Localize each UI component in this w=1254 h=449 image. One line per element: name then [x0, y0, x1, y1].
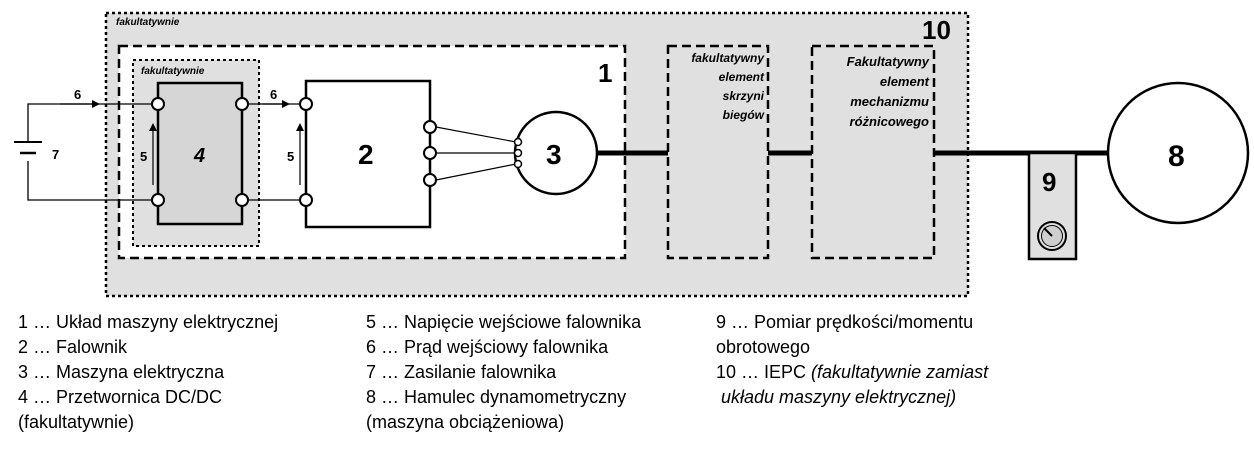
phase-terminals-motor: [513, 137, 523, 169]
legend-item-2: 2 … Falownik: [18, 337, 128, 357]
current-arrow-left: [60, 100, 100, 108]
legend-column-2: 5 … Napięcie wejściowe falownika 6 … Prą…: [366, 310, 641, 435]
legend-column-3: 9 … Pomiar prędkości/momentu obrotowego …: [716, 310, 988, 410]
gearbox-line-3: skrzyni: [723, 89, 765, 103]
differential-line-4: różnicowego: [850, 114, 930, 129]
legend-item-5: 5 … Napięcie wejściowe falownika: [366, 312, 642, 332]
differential-line-3: mechanizmu: [850, 94, 929, 109]
gearbox-line-1: fakultatywny: [691, 51, 765, 65]
legend-item-10-note-cont: układu maszyny elektrycznej): [716, 387, 957, 407]
inverter: [304, 79, 432, 229]
voltage-arrow-mid: [296, 123, 304, 185]
differential-line-1: Fakultatywny: [847, 54, 930, 69]
differential-label: Fakultatywny element mechanizmu różnicow…: [847, 54, 930, 129]
three-phase-wires: [435, 126, 517, 181]
voltage-arrow-left: [149, 123, 157, 185]
legend-item-9-cont: obrotowego: [716, 337, 811, 357]
legend-item-7: 7 … Zasilanie falownika: [366, 362, 557, 382]
legend-item-8-note: (maszyna obciążeniowa): [366, 412, 565, 432]
legend-item-6: 6 … Prąd wejściowy falownika: [366, 337, 609, 357]
current-label-left: 6: [74, 87, 81, 102]
gauge-icon: [1037, 221, 1067, 251]
dcdc-number: 4: [193, 145, 205, 167]
battery-icon: [14, 103, 157, 201]
legend-item-8: 8 … Hamulec dynamometryczny: [366, 387, 627, 407]
differential-optional-box: [810, 44, 936, 260]
legend-item-4: 4 … Przetwornica DC/DC: [18, 387, 223, 407]
legend-item-3: 3 … Maszyna elektryczna: [18, 362, 225, 382]
current-label-mid: 6: [270, 87, 277, 102]
legend-item-9: 9 … Pomiar prędkości/momentu: [716, 312, 974, 332]
inverter-number: 2: [358, 139, 374, 170]
optional-outer-label: fakultatywnie: [116, 17, 180, 28]
voltage-label-mid: 5: [287, 149, 294, 164]
legend-item-10-label: 10 … IEPC: [716, 362, 812, 382]
system-number: 1: [598, 58, 612, 88]
dynamometer-brake: [1106, 81, 1250, 225]
supply-label: 7: [52, 147, 59, 162]
differential-line-2: element: [880, 74, 930, 89]
terminals: [151, 97, 313, 207]
brake-number: 8: [1168, 140, 1185, 173]
legend-item-10: 10 … IEPC (fakultatywnie zamiast: [716, 360, 988, 385]
legend-item-1: 1 … Układ maszyny elektrycznej: [18, 312, 279, 332]
voltage-label-left: 5: [140, 149, 147, 164]
block-diagram: fakultatywnie 10 1 fakultatywnie 4 2 7 6…: [14, 11, 1250, 298]
legend: 1 … Układ maszyny elektrycznej 2 … Falow…: [0, 310, 1254, 449]
iepc-number: 10: [922, 15, 951, 45]
sensor-number: 9: [1042, 167, 1056, 197]
current-arrow-mid: [262, 100, 290, 108]
legend-item-4-note: (fakultatywnie): [18, 412, 135, 432]
gearbox-label: fakultatywny element skrzyni biegów: [691, 51, 765, 122]
legend-item-10-note: (fakultatywnie zamiast: [811, 362, 989, 382]
gearbox-line-2: element: [719, 70, 765, 84]
phase-terminals-inverter: [423, 120, 437, 187]
optional-inner-label: fakultatywnie: [141, 66, 205, 77]
motor-number: 3: [546, 139, 562, 170]
dcdc-converter: [156, 81, 244, 226]
gearbox-line-4: biegów: [723, 108, 765, 122]
gearbox-optional-box: [666, 44, 770, 260]
legend-column-1: 1 … Układ maszyny elektrycznej 2 … Falow…: [18, 310, 278, 435]
